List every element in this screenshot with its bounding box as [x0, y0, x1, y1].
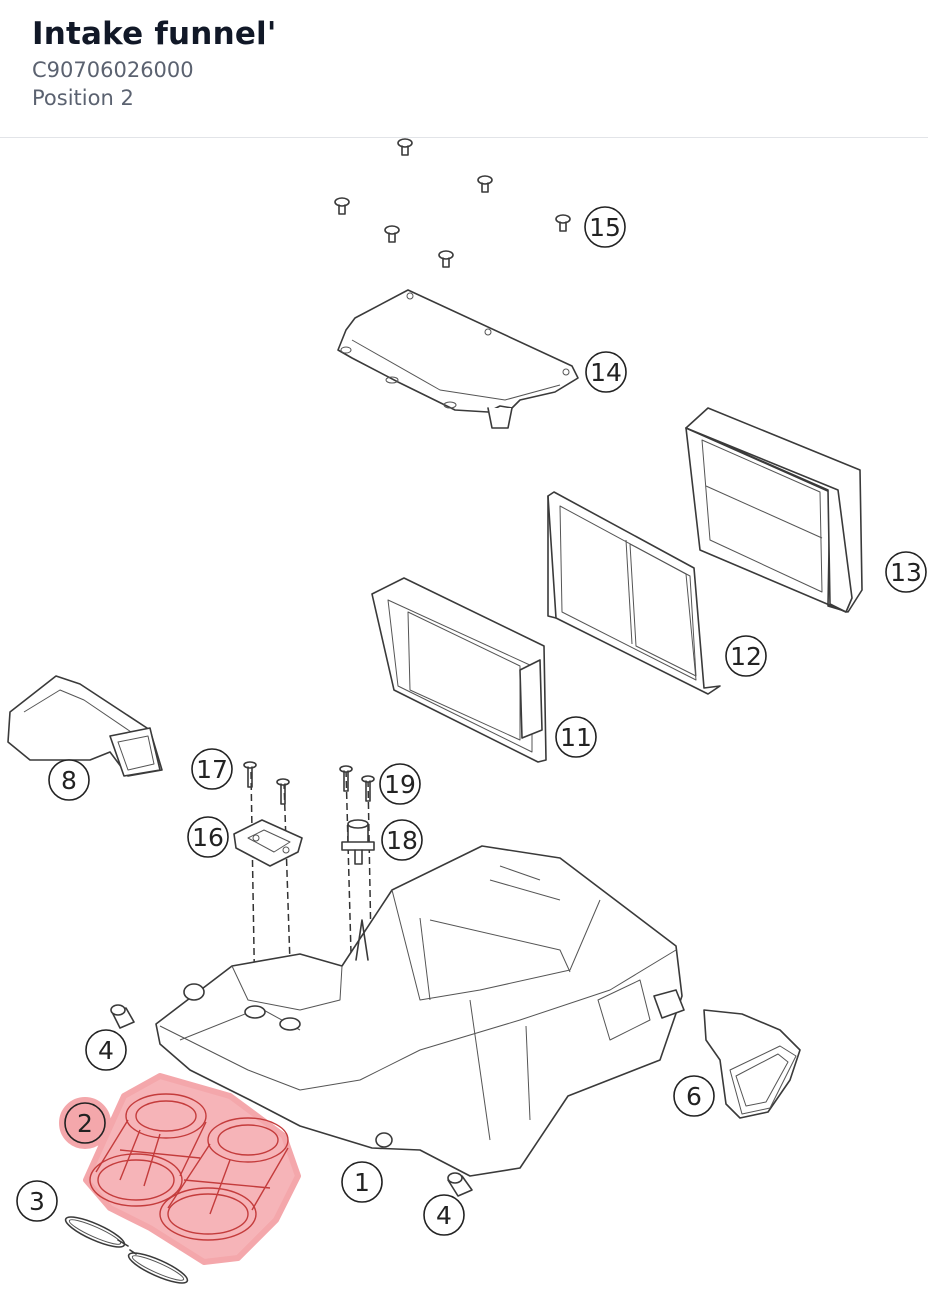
- svg-text:4: 4: [98, 1036, 114, 1065]
- callout-18[interactable]: 18: [381, 819, 423, 861]
- bushing-4a: [110, 1004, 135, 1029]
- svg-text:17: 17: [196, 755, 228, 784]
- callout-11[interactable]: 11: [555, 716, 597, 758]
- callout-4-upper[interactable]: 4: [85, 1029, 127, 1071]
- part-header: Intake funnel' C90706026000 Position 2: [0, 0, 928, 138]
- svg-text:11: 11: [560, 723, 592, 752]
- svg-text:6: 6: [686, 1082, 702, 1111]
- callout-14[interactable]: 14: [585, 351, 627, 393]
- air-filter-12: [547, 491, 721, 695]
- part-title: Intake funnel': [32, 16, 277, 52]
- callout-6[interactable]: 6: [673, 1075, 715, 1117]
- hose-clamps-3: [64, 1216, 189, 1284]
- svg-text:8: 8: [61, 766, 77, 795]
- svg-text:4: 4: [436, 1201, 452, 1230]
- svg-text:14: 14: [590, 358, 622, 387]
- bracket-16: [233, 819, 303, 867]
- svg-text:2: 2: [77, 1109, 93, 1138]
- callout-15[interactable]: 15: [584, 206, 626, 248]
- callout-2-highlighted[interactable]: 2: [59, 1097, 111, 1149]
- callout-8[interactable]: 8: [48, 759, 90, 801]
- callout-4-lower[interactable]: 4: [423, 1194, 465, 1236]
- svg-text:1: 1: [354, 1168, 370, 1197]
- callout-13[interactable]: 13: [885, 551, 927, 593]
- airbox-housing-1: [155, 845, 685, 1177]
- screws-15: [334, 138, 571, 268]
- callout-1[interactable]: 1: [341, 1161, 383, 1203]
- callout-17[interactable]: 17: [191, 748, 233, 790]
- filter-frame-13: [685, 407, 863, 613]
- svg-text:13: 13: [890, 558, 922, 587]
- bushing-4b: [447, 1172, 473, 1197]
- callout-12[interactable]: 12: [725, 635, 767, 677]
- svg-text:18: 18: [386, 826, 418, 855]
- svg-text:15: 15: [589, 213, 621, 242]
- part-number: C90706026000: [32, 58, 194, 82]
- callout-19[interactable]: 19: [379, 763, 421, 805]
- airbox-cover-14: [337, 289, 579, 429]
- svg-text:16: 16: [192, 823, 224, 852]
- intake-duct-6: [703, 1009, 801, 1119]
- callout-3[interactable]: 3: [16, 1180, 58, 1222]
- filter-carrier-11: [371, 577, 547, 763]
- callout-16[interactable]: 16: [187, 816, 229, 858]
- svg-text:12: 12: [730, 642, 762, 671]
- part-position: Position 2: [32, 86, 134, 110]
- intake-duct-8: [7, 675, 163, 777]
- sensor-18: [341, 819, 375, 865]
- svg-text:19: 19: [384, 770, 416, 799]
- svg-text:3: 3: [29, 1187, 45, 1216]
- intake-funnels-2-highlight: [83, 1073, 301, 1265]
